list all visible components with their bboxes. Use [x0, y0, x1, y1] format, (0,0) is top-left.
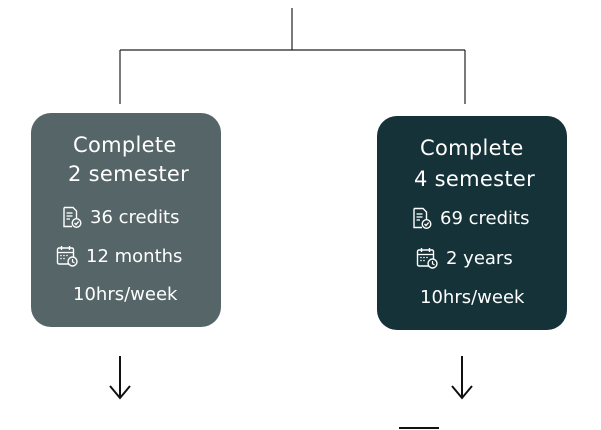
arrow-down-icon — [109, 356, 131, 400]
hours-value: 10hrs/week — [420, 287, 525, 308]
option-card-4-semester: Complete 4 semester 69 credits — [377, 116, 567, 330]
duration-value: 12 months — [86, 245, 183, 267]
calendar-clock-icon — [55, 244, 79, 268]
bottom-divider — [399, 427, 439, 429]
document-check-icon — [409, 206, 433, 230]
credits-value: 36 credits — [90, 206, 180, 228]
card-title-line2: 2 semester — [68, 162, 190, 186]
credits-row: 69 credits — [409, 206, 529, 230]
duration-row: 12 months — [55, 244, 182, 268]
arrow-down-icon — [451, 356, 473, 400]
document-check-icon — [59, 205, 83, 229]
calendar-clock-icon — [415, 246, 439, 270]
duration-value: 2 years — [446, 247, 513, 269]
duration-row: 2 years — [415, 246, 513, 270]
card-title-line1: Complete — [73, 133, 177, 157]
card-title-line1: Complete — [420, 136, 524, 160]
card-title-line2: 4 semester — [414, 167, 536, 191]
option-card-2-semester: Complete 2 semester 36 credits — [31, 113, 221, 327]
credits-value: 69 credits — [440, 207, 530, 229]
credits-row: 36 credits — [59, 205, 179, 229]
hours-value: 10hrs/week — [73, 284, 178, 305]
